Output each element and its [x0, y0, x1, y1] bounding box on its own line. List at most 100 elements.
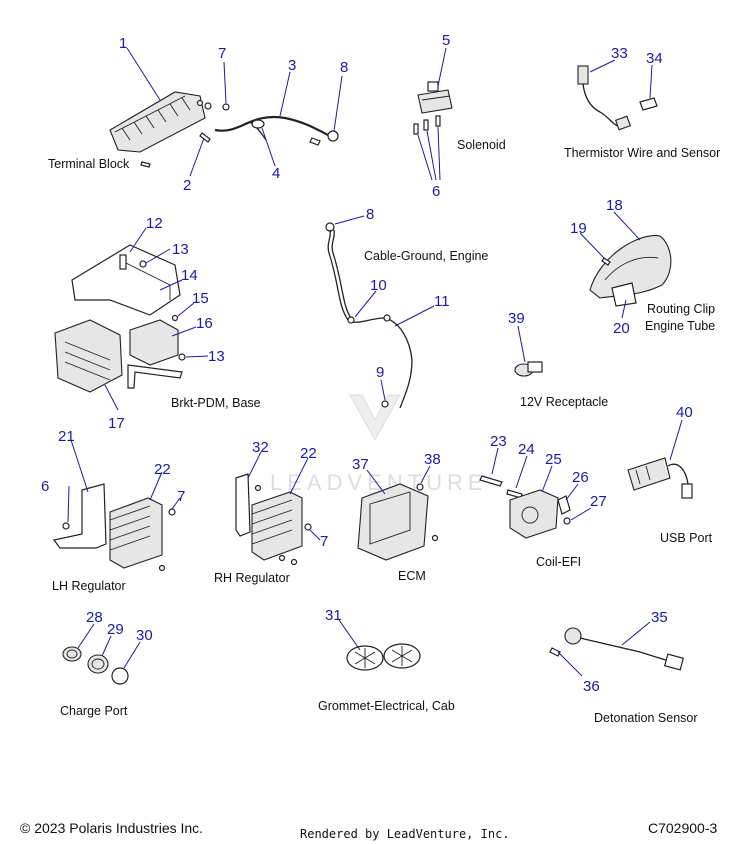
callout-18: 18 [606, 197, 623, 214]
caption-cable-ground: Cable-Ground, Engine [364, 249, 488, 263]
footer-copyright: © 2023 Polaris Industries Inc. [20, 820, 203, 836]
footer-rendered-by: Rendered by LeadVenture, Inc. [300, 827, 510, 841]
callout-5: 5 [442, 32, 450, 49]
callout-37: 37 [352, 456, 369, 473]
caption-detonation: Detonation Sensor [594, 711, 698, 725]
solenoid-part [417, 89, 453, 114]
terminal-block-part [109, 91, 206, 153]
brkt-pdm-group: 12 13 14 15 16 13 17 Brkt-PDM, Base [54, 215, 261, 432]
screw-38-part [416, 483, 424, 491]
bracket-21-part [52, 483, 107, 549]
callout-13a: 13 [172, 241, 189, 258]
bracket-32-part [235, 473, 251, 537]
callout-14: 14 [181, 267, 198, 284]
bolt-9-part [381, 400, 389, 408]
callout-12: 12 [146, 215, 163, 232]
thermistor-connector-part [577, 65, 589, 85]
cap-30-part [111, 667, 129, 685]
sensor-35-part [564, 627, 582, 645]
relay-16-part [129, 319, 179, 366]
callout-39: 39 [508, 310, 525, 327]
callout-4: 4 [272, 165, 280, 182]
callout-22a: 22 [154, 461, 171, 478]
callout-33: 33 [611, 45, 628, 62]
terminal-8-part [327, 130, 339, 142]
caption-thermistor: Thermistor Wire and Sensor [564, 146, 720, 160]
callout-32: 32 [252, 439, 269, 456]
callout-24: 24 [518, 441, 535, 458]
caption-routing-clip-1: Routing Clip [647, 302, 715, 316]
callout-34: 34 [646, 50, 663, 67]
callout-21: 21 [58, 428, 75, 445]
clip-10-part [347, 316, 355, 324]
nut-27-part [563, 517, 571, 525]
screw-2-part [199, 132, 211, 143]
callout-11: 11 [434, 293, 450, 310]
callout-26: 26 [572, 469, 589, 486]
callout-29: 29 [107, 621, 124, 638]
caption-brkt-pdm: Brkt-PDM, Base [171, 396, 261, 410]
cable-3-part [214, 115, 329, 136]
callout-35: 35 [651, 609, 668, 626]
caption-usb-port: USB Port [660, 531, 713, 545]
callout-10: 10 [370, 277, 387, 294]
receptacle-group: 39 12V Receptacle [508, 310, 608, 409]
caption-coil-efi: Coil-EFI [536, 555, 581, 569]
callout-30: 30 [136, 627, 153, 644]
nut-28-part [62, 646, 82, 662]
caption-receptacle: 12V Receptacle [520, 395, 608, 409]
nut-7-part [222, 103, 230, 111]
port-29-part [87, 654, 109, 674]
callout-13b: 13 [208, 348, 225, 365]
pdm-17-part [54, 319, 123, 393]
callout-8: 8 [340, 59, 348, 76]
clip-20-part [611, 282, 637, 307]
callout-3: 3 [288, 57, 296, 74]
callout-38: 38 [424, 451, 441, 468]
regulator-22-part [109, 497, 163, 569]
bolt-36-part [549, 647, 561, 657]
caption-solenoid: Solenoid [457, 138, 506, 152]
sensor-34-part [639, 97, 658, 111]
usb-port-group: 40 USB Port [627, 404, 713, 545]
callout-8b: 8 [366, 206, 374, 223]
solenoid-group: 5 6 Solenoid [413, 32, 506, 200]
caption-grommet: Grommet-Electrical, Cab [318, 699, 455, 713]
callout-23: 23 [490, 433, 507, 450]
caption-ecm: ECM [398, 569, 426, 583]
bracket-12-part [119, 254, 127, 270]
terminal-block-callouts: 1 2 3 4 7 8 Terminal Block [48, 35, 348, 194]
clip-4-part [251, 119, 265, 129]
caption-routing-clip-2: Engine Tube [645, 319, 715, 333]
callout-7c: 7 [320, 533, 328, 550]
thermistor-group: 33 34 Thermistor Wire and Sensor [564, 45, 720, 160]
callout-36: 36 [583, 678, 600, 695]
callout-20: 20 [613, 320, 630, 337]
cable-ground-group: 8 10 11 9 Cable-Ground, Engine [325, 206, 488, 409]
terminal-8b-part [325, 222, 335, 232]
callout-31: 31 [325, 607, 342, 624]
footer-code: C702900-3 [648, 820, 717, 836]
grommet-group: 31 Grommet-Electrical, Cab [318, 607, 455, 713]
rh-regulator-group: 32 22 7 RH Regulator [214, 439, 328, 585]
callout-7b: 7 [177, 488, 185, 505]
callout-2: 2 [183, 177, 191, 194]
ecm-group: 37 38 ECM [352, 451, 441, 583]
callout-16: 16 [196, 315, 213, 332]
coil-efi-group: 23 24 25 26 27 Coil-EFI [479, 433, 607, 569]
bolt-23-part [479, 475, 503, 487]
callout-6: 6 [432, 183, 440, 200]
coil-25-part [509, 489, 559, 539]
caption-lh-regulator: LH Regulator [52, 579, 126, 593]
bracket-14-part [71, 244, 181, 316]
caption-charge-port: Charge Port [60, 704, 128, 718]
footer: © 2023 Polaris Industries Inc. Rendered … [20, 820, 717, 841]
callout-15: 15 [192, 290, 209, 307]
callout-25: 25 [545, 451, 562, 468]
detonation-sensor-group: 35 36 Detonation Sensor [549, 609, 698, 725]
usb-40-part [627, 457, 671, 491]
caption-rh-regulator: RH Regulator [214, 571, 290, 585]
callout-1: 1 [119, 35, 127, 52]
regulator-22b-part [251, 491, 303, 561]
